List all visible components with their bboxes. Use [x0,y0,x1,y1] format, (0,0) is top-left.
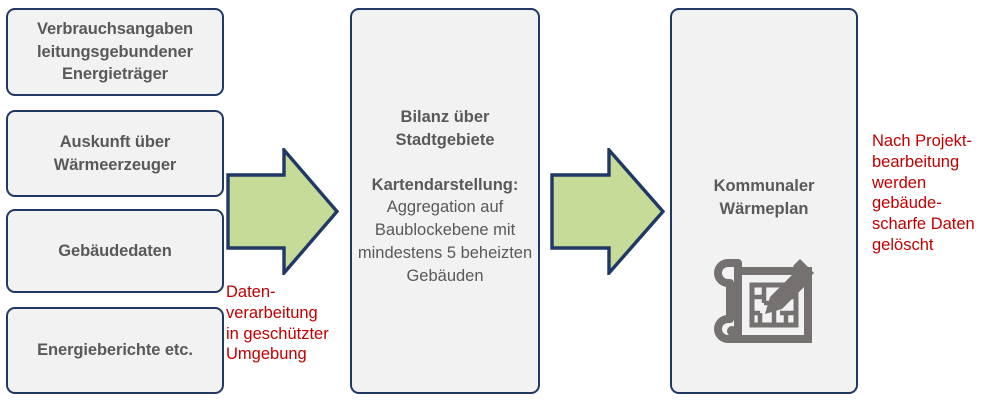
output-heading: Kommunaler Wärmeplan [713,177,815,219]
note-line: Daten- [226,283,276,301]
processing-box-bilanz[interactable]: Bilanz über Stadtgebiete Kartendarstellu… [350,8,540,394]
pencil-eraser [793,259,814,281]
note-line: Umgebung [226,345,307,364]
processing-body-text: Aggregation auf Baublockebene mit mindes… [357,198,533,285]
blueprint-pencil-icon [714,259,814,344]
blueprint-sheet [738,267,812,344]
note-line: Nach Projekt- [872,132,972,150]
output-box-kommunaler-waermeplan[interactable]: Kommunaler Wärmeplan [670,8,858,394]
note-daten-geloescht: Nach Projekt- bearbeitung werden gebäude… [872,131,998,256]
blueprint-roll-dot [727,326,737,337]
note-line: gelöscht [872,235,934,254]
input-box-label: Auskunft über Wärmeerzeuger [53,133,177,174]
input-box-auskunft-waermeerzeuger[interactable]: Auskunft über Wärmeerzeuger [6,110,224,197]
note-line: scharfe Daten [872,215,975,234]
note-line: verarbeitung [226,303,318,322]
pencil-body [770,269,810,310]
arrow-inputs-to-processing-icon [226,145,340,278]
pencil-tip [765,297,782,315]
note-line: gebäude- [872,194,942,213]
note-line: werden [872,173,927,192]
arrow-right-icon [226,145,340,278]
arrow-right-icon [550,145,666,278]
input-box-label: Energieberichte etc. [37,341,193,360]
blueprint-roll [714,259,742,344]
input-box-gebaeudedaten[interactable]: Gebäudedaten [6,209,224,293]
processing-heading: Bilanz über Stadtgebiete [395,108,495,149]
input-box-label: Verbrauchsangaben leitungsgebundener Ene… [36,20,194,84]
note-datenverarbeitung: Daten- verarbeitung in geschützter Umgeb… [226,282,350,365]
arrow-processing-to-output-icon [550,145,666,278]
note-line: bearbeitung [872,152,960,171]
input-box-label: Gebäudedaten [58,241,172,260]
processing-sub-heading: Kartendarstellung: [371,175,519,194]
note-line: in geschützter [226,324,329,343]
input-box-verbrauchsangaben[interactable]: Verbrauchsangaben leitungsgebundener Ene… [6,8,224,96]
input-box-energieberichte[interactable]: Energieberichte etc. [6,307,224,394]
